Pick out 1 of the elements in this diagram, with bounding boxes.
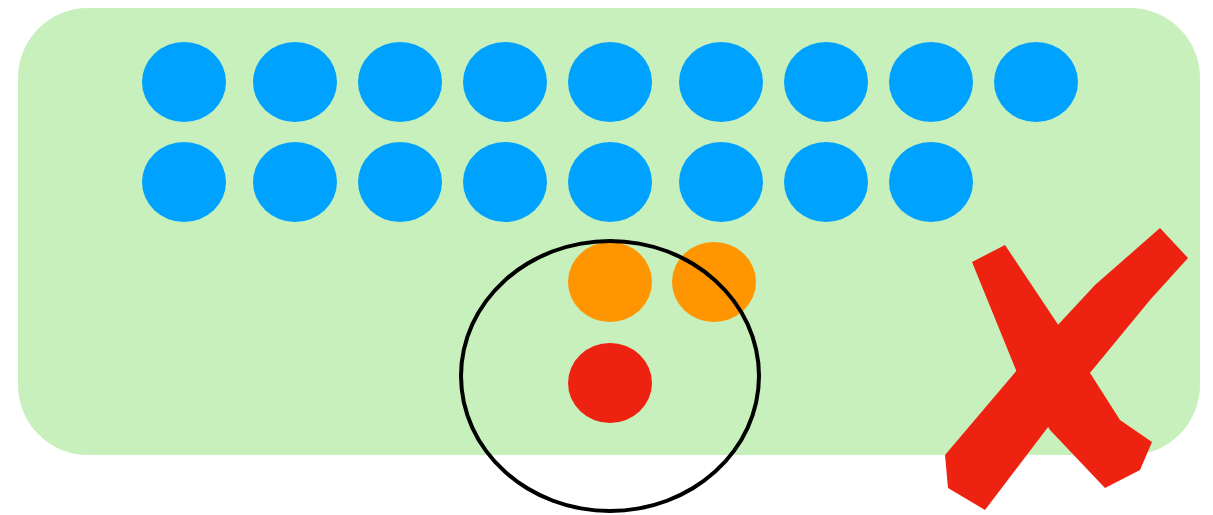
area-background bbox=[18, 8, 1200, 455]
